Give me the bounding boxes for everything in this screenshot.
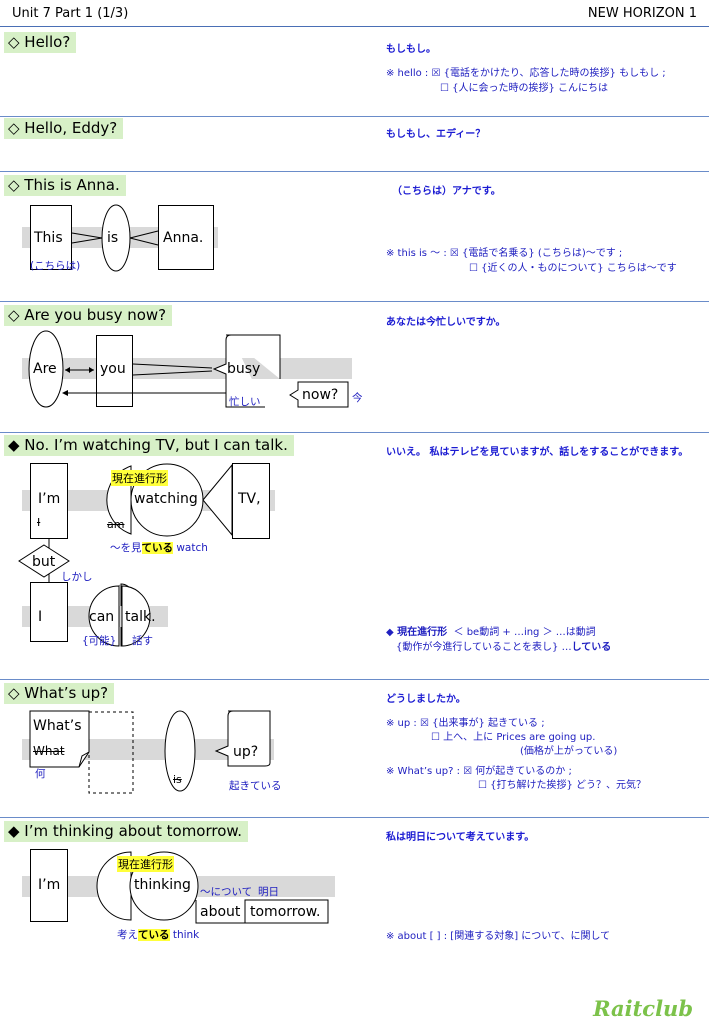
gloss: 明日 [258, 886, 279, 898]
note-line: ☐ {人に会った時の挨拶} こんにちは [440, 83, 609, 94]
translation: いいえ。 私はテレビを見ていますが、話しをすることができます。 [386, 447, 689, 458]
note-line: ◆ 現在進行形 ＜ be動詞 + …ing ＞ …は動詞 [386, 627, 596, 638]
section-divider [0, 432, 709, 433]
word: busy [227, 361, 261, 377]
word-struck: I [37, 516, 41, 529]
gloss: 忙しい [229, 396, 261, 408]
word: TV, [238, 491, 261, 507]
gloss: 起きている [229, 780, 282, 792]
note-line: ※ about [ ] : [関連する対象] について、に関して [386, 931, 611, 942]
word: I’m [38, 491, 61, 507]
section-divider [0, 171, 709, 172]
note-line: {動作が今進行していることを表し} …している [396, 642, 612, 653]
section-divider [0, 301, 709, 302]
section-divider [0, 116, 709, 117]
gloss: 何 [35, 768, 46, 780]
word-box [96, 335, 133, 407]
gloss: ～を見ている watch [110, 542, 208, 554]
gloss: 今 [352, 392, 363, 404]
word-box [30, 205, 72, 270]
note-line: ※ this is ～ : ☒ {電話で名乗る} (こちらは)～です ; [386, 248, 623, 259]
sentence-title: ◇ Hello, Eddy? [4, 118, 124, 139]
note-line: ※ up : ☒ {出来事が} 起きている ; [386, 718, 545, 729]
word-struck: is [173, 773, 182, 786]
gloss: 考えている think [117, 929, 200, 941]
word: about [200, 904, 241, 920]
word: talk. [125, 609, 156, 625]
section-divider [0, 817, 709, 818]
word: thinking [134, 877, 191, 893]
translation: 私は明日について考えています。 [386, 832, 535, 843]
word: What’s [33, 718, 82, 734]
gloss: ～について [200, 886, 253, 898]
word: I’m [38, 877, 61, 893]
word-struck: am [107, 518, 125, 531]
progressive-label: 現在進行形 [111, 470, 168, 486]
word-box [30, 849, 68, 922]
word: I [38, 609, 43, 625]
note-line: ☐ {近くの人・ものについて} こちらは～です [469, 263, 677, 274]
word: up? [233, 744, 259, 760]
sentence-title: ◇ This is Anna. [4, 175, 126, 196]
word: watching [134, 491, 198, 507]
sentence-title: ◇ Are you busy now? [4, 305, 173, 326]
word: is [107, 230, 119, 246]
word-box [158, 205, 214, 270]
progressive-label: 現在進行形 [117, 856, 174, 872]
note-line: ☐ 上へ、上に Prices are going up. [431, 732, 596, 743]
unit-title: Unit 7 Part 1 (1/3) [12, 6, 129, 21]
word: now? [302, 387, 339, 403]
word: Anna. [163, 230, 204, 246]
section-divider [0, 679, 709, 680]
sentence-title: ◇ What’s up? [4, 683, 115, 704]
word-box [30, 463, 68, 539]
translation: もしもし。 [386, 44, 436, 55]
note-line: (価格が上がっている) [520, 746, 618, 757]
word: This [34, 230, 63, 246]
word: tomorrow. [250, 904, 321, 920]
gloss: しかし [61, 571, 93, 583]
header-divider [0, 26, 709, 27]
gloss: (こちらは) [30, 260, 81, 272]
sentence-title: ◇ Hello? [4, 32, 77, 53]
translation: （こちらは）アナです。 [392, 186, 501, 197]
gloss: {可能} [82, 635, 117, 647]
word: Are [33, 361, 57, 377]
word: can [89, 609, 115, 625]
note-line: ☐ {打ち解けた挨拶} どう？、元気？ [478, 780, 647, 791]
word-box [30, 582, 68, 642]
translation: どうしましたか。 [386, 694, 466, 705]
note-line: ※ hello : ☒ {電話をかけたり、応答した時の挨拶} もしもし ; [386, 68, 666, 79]
sentence-title: ◆ No. I’m watching TV, but I can talk. [4, 435, 294, 456]
translation: もしもし、エディー？ [386, 129, 486, 140]
book-title: NEW HORIZON 1 [587, 6, 697, 21]
word: you [100, 361, 126, 377]
note-line: ※ What’s up? : ☒ 何が起きているのか ; [386, 766, 572, 777]
sentence-title: ◆ I’m thinking about tomorrow. [4, 821, 249, 842]
gloss: 話す [132, 635, 153, 647]
brand-logo: Raitclub [593, 996, 693, 1021]
word: but [32, 554, 56, 570]
translation: あなたは今忙しいですか。 [386, 317, 506, 328]
word-struck: What [33, 744, 65, 758]
